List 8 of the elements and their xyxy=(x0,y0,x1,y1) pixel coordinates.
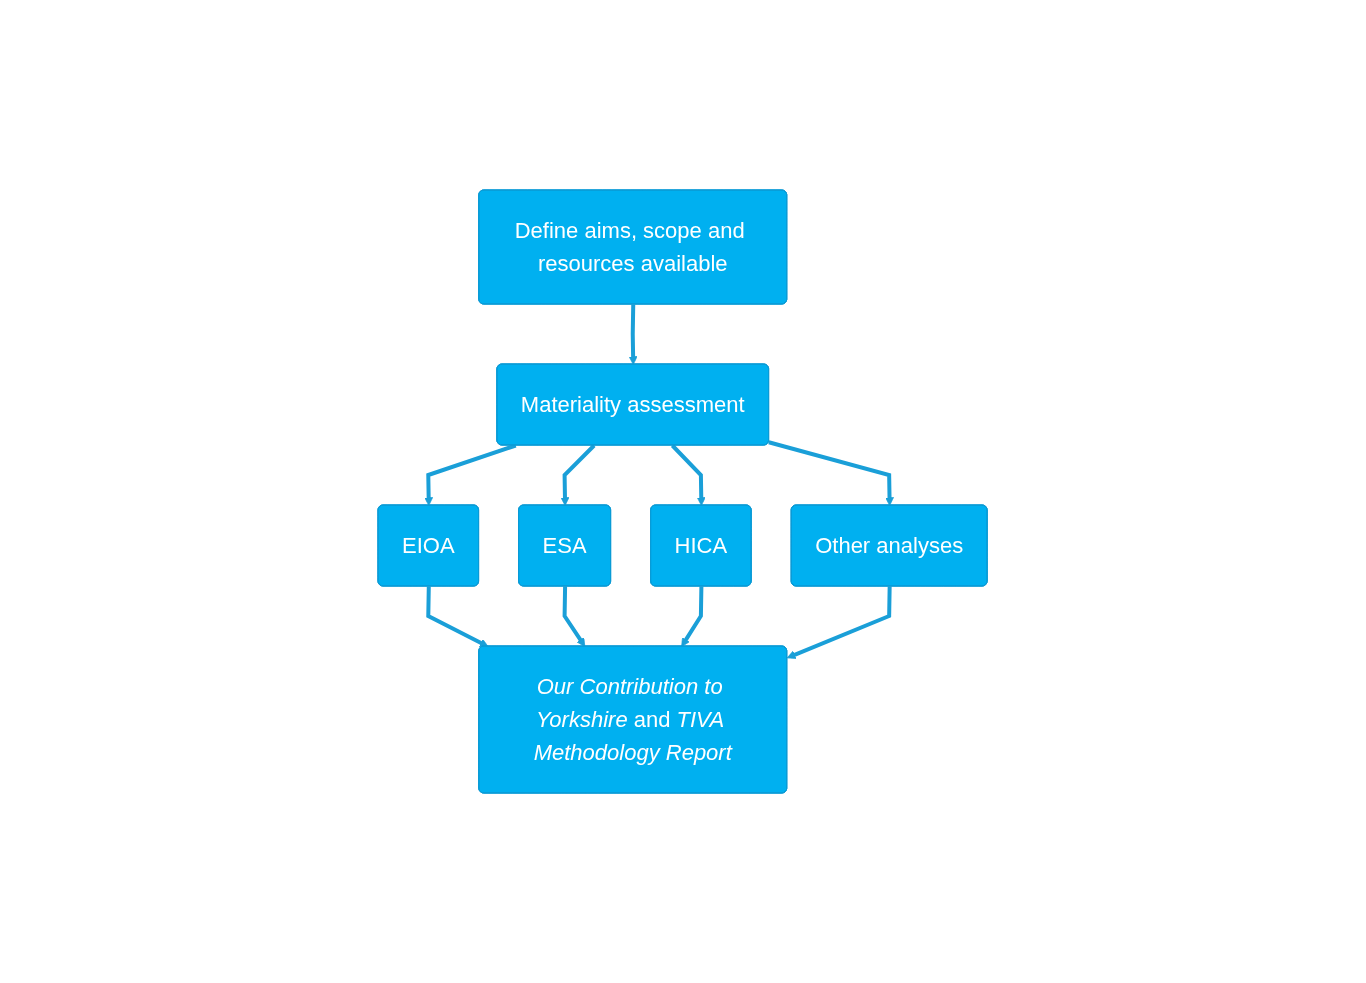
arrow xyxy=(629,304,638,365)
arrow xyxy=(426,586,489,647)
arrow xyxy=(787,586,893,659)
arrow xyxy=(563,586,586,647)
arrow xyxy=(768,440,895,506)
arrow xyxy=(561,444,596,506)
arrow xyxy=(681,586,704,647)
arrow xyxy=(671,444,707,506)
